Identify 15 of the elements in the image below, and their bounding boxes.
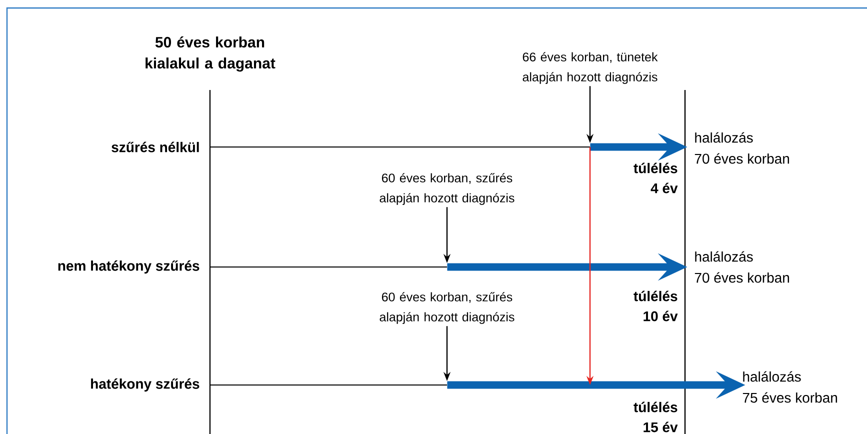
survival-note: túlélés 10 év — [634, 290, 678, 322]
survival-note: túlélés 4 év — [634, 162, 678, 194]
row-label: szűrés nélkül — [112, 142, 199, 152]
death-note: halálozás 70 éves korban — [694, 251, 790, 283]
row-label: hatékony szűrés — [91, 378, 200, 392]
death-note: halálozás 70 éves korban — [694, 132, 790, 164]
diagnosis-note: 60 éves korban, szűrés alapján hozott diagnózis — [380, 173, 514, 205]
survival-note: túlélés 15 év — [634, 402, 678, 432]
block-arrow — [590, 133, 688, 161]
heading-text: 50 éves korban kialakul a daganat — [146, 36, 276, 72]
diagnosis-note: 60 éves korban, szűrés alapján hozott diagnózis — [380, 292, 514, 324]
block-arrow — [447, 253, 688, 281]
death-note: halálozás 75 éves korban — [742, 371, 838, 403]
row-label: nem hatékony szűrés — [58, 260, 200, 274]
diagnosis-note: 66 éves korban, tünetek alapján hozott diagnózis — [522, 52, 658, 84]
